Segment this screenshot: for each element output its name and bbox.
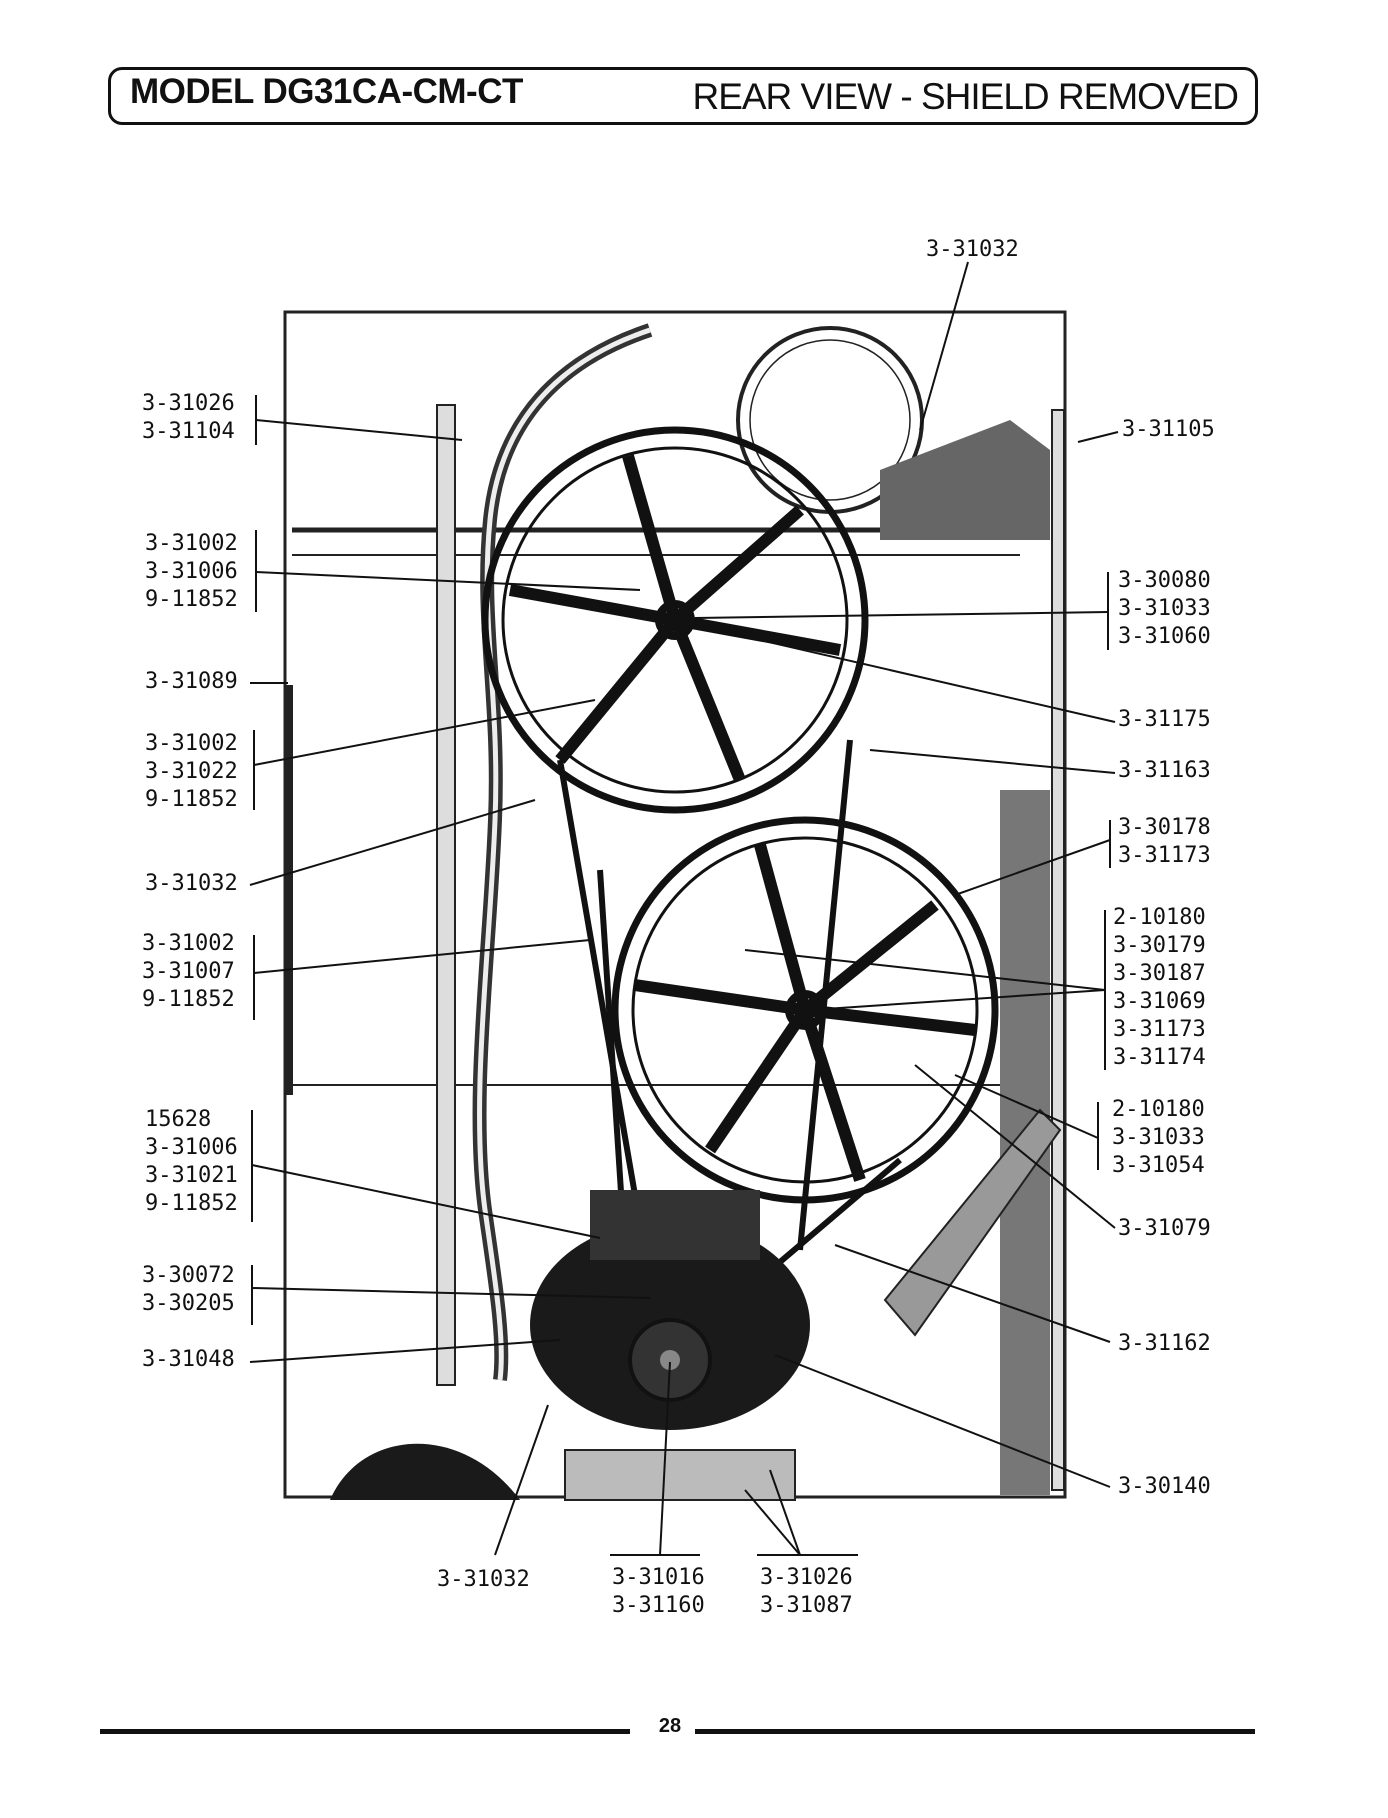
callout-right-1: 3-31105 xyxy=(1122,417,1215,442)
callout-bottom-1: 3-31032 xyxy=(437,1567,530,1592)
lower-drive-pulley xyxy=(611,816,999,1204)
callout-left-9: 3-31048 xyxy=(142,1347,235,1372)
callout-bottom-3: 3-31026 3-31087 xyxy=(760,1565,853,1618)
callout-right-7: 2-10180 3-31033 3-31054 xyxy=(1112,1097,1205,1178)
drum-arc xyxy=(330,1443,520,1500)
header-frame xyxy=(108,67,1258,125)
callout-right-10: 3-30140 xyxy=(1118,1474,1211,1499)
drive-motor xyxy=(530,1190,810,1430)
model-title: MODEL DG31CA-CM-CT xyxy=(130,72,523,111)
right-rail xyxy=(1051,409,1065,1491)
callout-right-3: 3-31175 xyxy=(1118,707,1211,732)
left-dark-bar xyxy=(285,685,293,1095)
upper-drive-pulley xyxy=(481,426,869,814)
footer-rule-left xyxy=(100,1729,630,1734)
motor-base xyxy=(564,1449,796,1501)
callout-left-7: 15628 3-31006 3-31021 9-11852 xyxy=(145,1107,238,1216)
callout-right-2: 3-30080 3-31033 3-31060 xyxy=(1118,568,1211,649)
callout-right-9: 3-31162 xyxy=(1118,1331,1211,1356)
callout-right-6: 2-10180 3-30179 3-30187 3-31069 3-31173 … xyxy=(1113,905,1206,1070)
callout-bottom-2: 3-31016 3-31160 xyxy=(612,1565,705,1618)
page-number: 28 xyxy=(658,1715,682,1737)
footer-rule-right xyxy=(695,1729,1255,1734)
callout-right-4: 3-31163 xyxy=(1118,758,1211,783)
callout-left-2: 3-31002 3-31006 9-11852 xyxy=(145,531,238,612)
callout-right-8: 3-31079 xyxy=(1118,1216,1211,1241)
callout-right-5: 3-30178 3-31173 xyxy=(1118,815,1211,868)
callout-left-3: 3-31089 xyxy=(145,669,238,694)
callout-left-5: 3-31032 xyxy=(145,871,238,896)
leader-lines xyxy=(249,261,1119,1556)
callout-top-center: 3-31032 xyxy=(926,237,1019,262)
view-title: REAR VIEW - SHIELD REMOVED xyxy=(692,76,1239,117)
callout-left-1: 3-31026 3-31104 xyxy=(142,391,235,444)
callout-left-6: 3-31002 3-31007 9-11852 xyxy=(142,931,235,1012)
hose-core xyxy=(477,327,651,1381)
callout-left-8: 3-30072 3-30205 xyxy=(142,1263,235,1316)
callout-left-4: 3-31002 3-31022 9-11852 xyxy=(145,731,238,812)
left-rail xyxy=(436,404,456,1386)
upper-right-housing xyxy=(880,420,1050,540)
